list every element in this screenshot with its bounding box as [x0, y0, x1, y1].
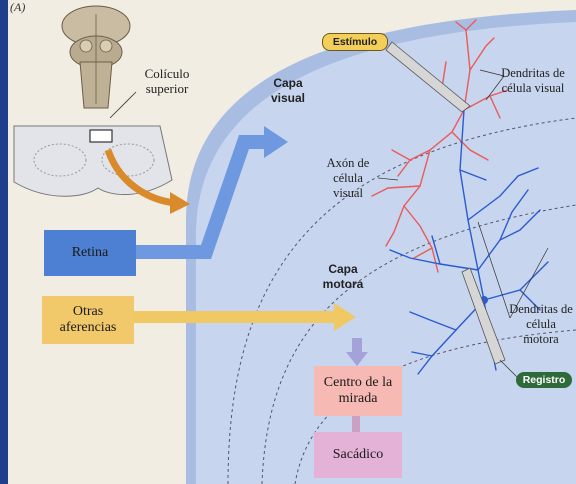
- colliculus-highlight: [90, 130, 112, 142]
- registro-pill: Registro: [516, 372, 572, 388]
- estimulo-pill: Estímulo: [322, 33, 388, 51]
- otras-arrow: [132, 311, 336, 323]
- down-arrow: [352, 338, 362, 354]
- coliculo-label: Colículo superior: [134, 66, 200, 96]
- capa-visual-label: Capa visual: [266, 76, 310, 106]
- retina-box: Retina: [44, 230, 136, 276]
- centro-mirada-box: Centro de la mirada: [314, 366, 402, 416]
- dendritas-motora-label: Dendritas de célula motora: [508, 302, 574, 347]
- panel-label: (A): [10, 0, 25, 15]
- brain-section-illustration: [14, 126, 172, 196]
- sacadico-box: Sacádico: [314, 432, 402, 478]
- capa-motora-label: Capa motora: [318, 262, 368, 292]
- otras-aferencias-box: Otras aferencias: [42, 296, 134, 344]
- connector-arrow: [352, 416, 360, 432]
- axon-label: Axón de célula visual: [318, 156, 378, 201]
- dendritas-visual-label: Dendritas de célula visual: [500, 66, 566, 96]
